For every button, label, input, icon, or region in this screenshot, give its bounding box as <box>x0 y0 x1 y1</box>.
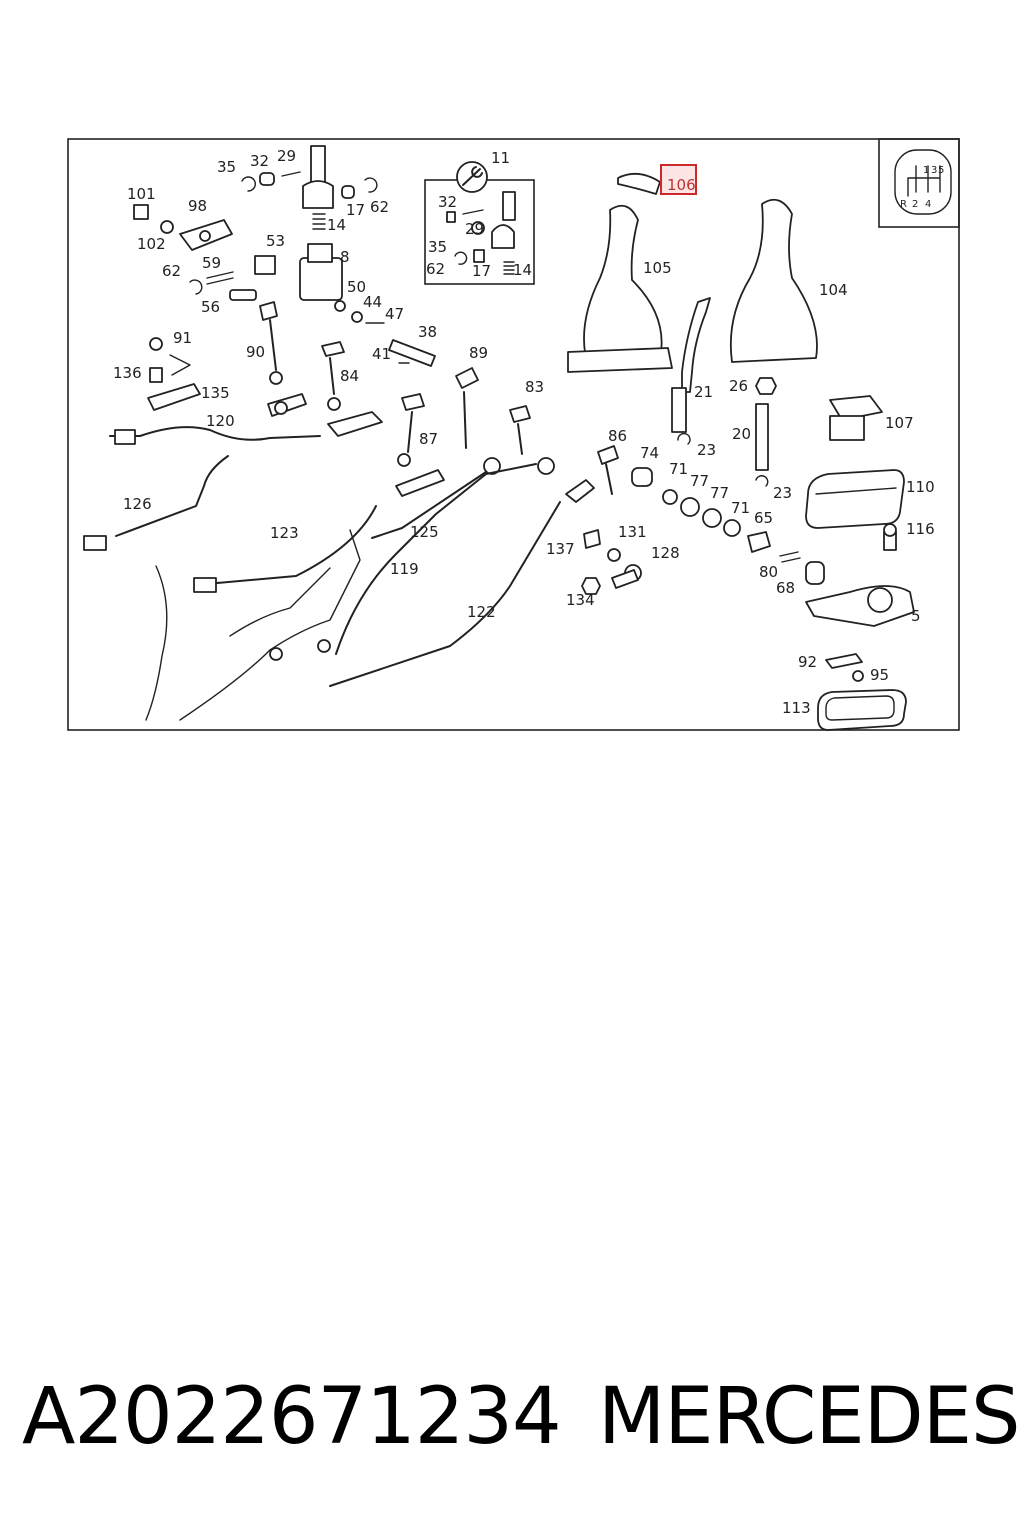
part-label-38: 38 <box>418 323 437 341</box>
part-label-77b: 77 <box>710 484 729 502</box>
part-label-8: 8 <box>340 248 350 266</box>
part-label-62c: 62 <box>426 260 445 278</box>
part-label-14: 14 <box>327 216 346 234</box>
brand-caption: MERCEDES <box>598 1372 1020 1462</box>
part-label-123: 123 <box>270 524 299 542</box>
part-label-23: 23 <box>697 441 716 459</box>
part-label-101: 101 <box>127 185 156 203</box>
part-label-116: 116 <box>906 520 935 538</box>
part-label-59: 59 <box>202 254 221 272</box>
diagram-frame <box>67 138 960 731</box>
shift-gear-5: 5 <box>938 165 944 176</box>
repair-kit-box <box>424 161 535 285</box>
part-number-caption: A2022671234 <box>22 1372 562 1462</box>
part-label-105: 105 <box>643 259 672 277</box>
shift-gear-1: 1 <box>923 165 929 176</box>
part-label-11: 11 <box>491 149 510 167</box>
part-label-119: 119 <box>390 560 419 578</box>
part-label-17b: 17 <box>472 262 491 280</box>
part-label-71: 71 <box>669 460 688 478</box>
part-label-134: 134 <box>566 591 595 609</box>
part-label-102: 102 <box>137 235 166 253</box>
part-label-92: 92 <box>798 653 817 671</box>
part-label-86: 86 <box>608 427 627 445</box>
part-label-113: 113 <box>782 699 811 717</box>
part-label-56: 56 <box>201 298 220 316</box>
part-label-44: 44 <box>363 293 382 311</box>
part-label-32: 32 <box>250 152 269 170</box>
part-label-90: 90 <box>246 343 265 361</box>
highlight-box-106 <box>660 164 697 195</box>
part-label-104: 104 <box>819 281 848 299</box>
part-label-89: 89 <box>469 344 488 362</box>
part-label-47: 47 <box>385 305 404 323</box>
part-label-83: 83 <box>525 378 544 396</box>
part-label-35: 35 <box>217 158 236 176</box>
part-label-120: 120 <box>206 412 235 430</box>
part-label-62: 62 <box>370 198 389 216</box>
part-label-14b: 14 <box>513 261 532 279</box>
right-components <box>581 395 915 731</box>
part-labels: 29 35 32 14 17 62 101 98 102 53 8 59 62 … <box>113 147 935 717</box>
shift-gear-r: R <box>900 199 907 210</box>
part-label-20: 20 <box>732 425 751 443</box>
part-label-98: 98 <box>188 197 207 215</box>
part-label-62b: 62 <box>162 262 181 280</box>
part-label-32b: 32 <box>438 193 457 211</box>
part-label-29: 29 <box>277 147 296 165</box>
part-label-74: 74 <box>640 444 659 462</box>
part-label-50: 50 <box>347 278 366 296</box>
part-label-125: 125 <box>410 523 439 541</box>
part-label-91: 91 <box>173 329 192 347</box>
part-label-21: 21 <box>694 383 713 401</box>
shift-gear-2: 2 <box>912 199 918 210</box>
part-label-135: 135 <box>201 384 230 402</box>
part-label-137: 137 <box>546 540 575 558</box>
shift-gear-3: 3 <box>931 165 937 176</box>
transmission-housing <box>145 529 361 721</box>
center-linkages <box>329 367 595 687</box>
caption-bar: A2022671234 MERCEDES <box>0 1372 1024 1472</box>
part-label-23b: 23 <box>773 484 792 502</box>
part-label-26: 26 <box>729 377 748 395</box>
part-label-68: 68 <box>776 579 795 597</box>
shift-gear-4: 4 <box>925 199 931 210</box>
part-label-41: 41 <box>372 345 391 363</box>
exploded-parts-diagram: 1 3 5 R 2 4 <box>67 138 960 731</box>
part-label-17: 17 <box>346 201 365 219</box>
part-label-128: 128 <box>651 544 680 562</box>
part-label-84: 84 <box>340 367 359 385</box>
shift-pattern-inset: 1 3 5 R 2 4 <box>878 138 960 228</box>
part-label-95: 95 <box>870 666 889 684</box>
part-label-65: 65 <box>754 509 773 527</box>
part-label-53: 53 <box>266 232 285 250</box>
upper-shift-mechanism <box>133 145 436 385</box>
part-label-131: 131 <box>618 523 647 541</box>
part-label-106-highlighted: 106 <box>667 176 696 194</box>
shift-boots-and-lever <box>567 172 818 487</box>
part-label-77: 77 <box>690 472 709 490</box>
part-label-136: 136 <box>113 364 142 382</box>
part-label-80: 80 <box>759 563 778 581</box>
part-label-107: 107 <box>885 414 914 432</box>
part-label-87: 87 <box>419 430 438 448</box>
part-label-122: 122 <box>467 603 496 621</box>
part-label-71b: 71 <box>731 499 750 517</box>
part-label-35b: 35 <box>428 238 447 256</box>
part-label-29b: 29 <box>465 220 484 238</box>
left-linkages <box>83 337 383 593</box>
part-label-126: 126 <box>123 495 152 513</box>
part-label-110: 110 <box>906 478 935 496</box>
part-label-5: 5 <box>911 607 921 625</box>
